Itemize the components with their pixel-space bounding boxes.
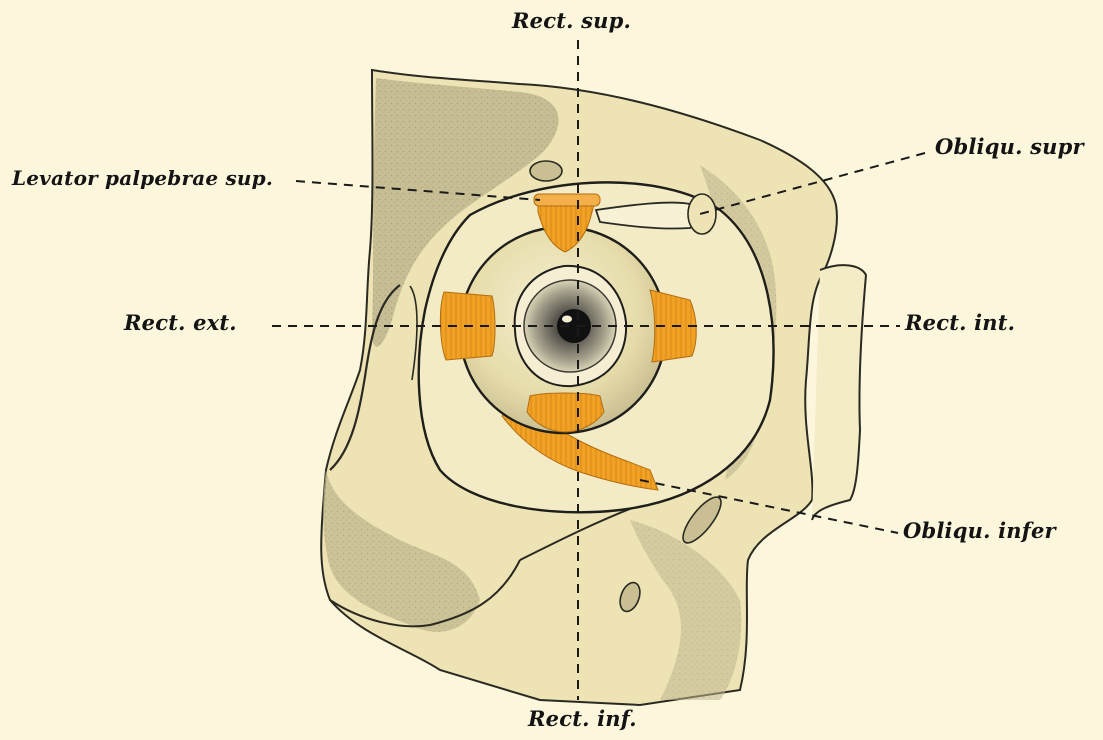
pupil-highlight <box>562 316 572 323</box>
label-levator: Levator palpebrae sup. <box>12 166 273 190</box>
label-rect-ext: Rect. ext. <box>124 310 237 335</box>
label-obliqu-infer: Obliqu. infer <box>903 518 1056 543</box>
label-obliqu-supr: Obliqu. supr <box>935 134 1084 159</box>
levator-muscle <box>534 194 600 206</box>
label-rect-sup: Rect. sup. <box>512 8 631 33</box>
orbit-medial-wall <box>812 265 866 520</box>
foramen-opening <box>530 161 562 181</box>
label-rect-int: Rect. int. <box>905 310 1015 335</box>
label-rect-inf: Rect. inf. <box>528 706 637 731</box>
